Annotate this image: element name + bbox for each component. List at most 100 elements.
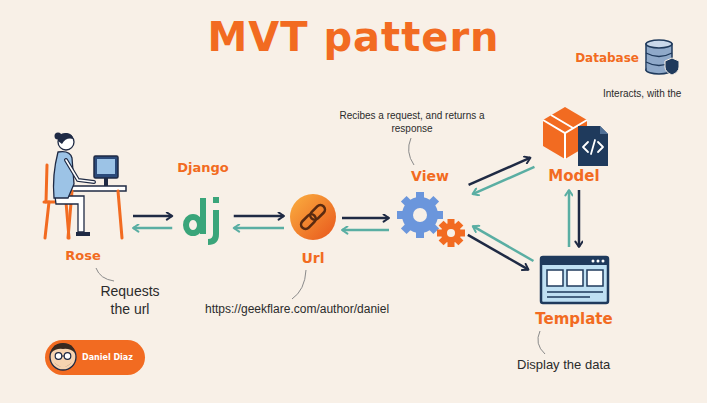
author-avatar	[50, 343, 76, 370]
template-icon	[587, 270, 603, 286]
user-illustration	[76, 232, 90, 236]
database-icon	[665, 58, 679, 75]
user-figure: Rose	[38, 124, 128, 264]
flow-arrow	[234, 215, 284, 218]
node-label: Django	[177, 160, 229, 176]
database-icon	[646, 40, 679, 75]
link-icon	[290, 194, 336, 240]
gears-icon	[397, 192, 465, 247]
flow-arrow	[133, 216, 172, 228]
flow-arrow	[569, 190, 579, 247]
author-avatar	[64, 353, 71, 360]
framework-logo: Django	[177, 160, 229, 224]
user-illustration	[104, 178, 108, 186]
link-icon	[299, 203, 327, 231]
template-icon	[541, 257, 608, 265]
model-node: Model	[537, 103, 611, 185]
flow-arrow	[342, 218, 389, 230]
template-icon	[547, 270, 563, 286]
django-logo	[186, 197, 219, 242]
template-icon	[567, 270, 583, 286]
flow-arrow	[342, 217, 389, 220]
leader-line	[292, 270, 306, 299]
user-illustration	[94, 156, 118, 178]
user-illustration	[55, 133, 62, 140]
django-logo	[200, 198, 206, 234]
node-label: View	[394, 168, 466, 185]
database-node: Database	[575, 40, 681, 76]
database-icon	[646, 53, 672, 57]
leader-line	[96, 138, 545, 354]
flow-arrow	[578, 190, 581, 247]
flow-arrow	[473, 167, 535, 194]
flow-arrow	[469, 158, 531, 185]
template-node: Template	[535, 252, 612, 328]
template-icon	[547, 270, 603, 286]
author-badge: Daniel Diaz	[45, 340, 145, 375]
user-illustration	[66, 160, 94, 182]
author-avatar	[50, 344, 76, 370]
view-node: View	[394, 168, 466, 247]
link-icon	[308, 203, 326, 221]
leader-line	[96, 268, 114, 281]
gears-icon	[447, 229, 455, 237]
gears-icon	[413, 208, 427, 222]
url-node: Url	[289, 193, 337, 267]
annotation: Requests the url	[90, 283, 170, 318]
flow-arrow	[133, 227, 172, 230]
annotation: Display the data	[517, 357, 610, 373]
flow-arrow	[468, 226, 534, 269]
template-icon	[547, 292, 603, 297]
node-label: Template	[535, 310, 612, 328]
flow-arrow	[342, 229, 389, 232]
link-icon	[299, 212, 317, 230]
node-label: Daniel Diaz	[82, 353, 133, 363]
template-icon	[597, 260, 600, 263]
django-logo	[213, 197, 219, 203]
node-label: Rose	[38, 248, 128, 264]
gears-icon	[441, 223, 461, 243]
flow-arrow	[469, 158, 535, 194]
leader-line	[538, 331, 545, 354]
gears-icon	[437, 219, 465, 247]
template-icon	[541, 257, 608, 303]
flow-arrow	[473, 226, 534, 261]
author-avatar	[55, 353, 62, 360]
flow-arrow	[133, 215, 172, 218]
url-annotation: https://geekflare.com/author/daniel	[205, 302, 389, 317]
django-logo	[208, 210, 216, 242]
gears-icon	[397, 192, 443, 238]
template-icon	[541, 257, 608, 303]
user-illustration	[44, 133, 126, 239]
author-avatar	[62, 356, 64, 357]
flow-arrow	[234, 227, 284, 230]
model-icon	[583, 140, 603, 154]
model-icon	[600, 126, 608, 134]
author-avatar	[51, 343, 75, 353]
user-illustration	[45, 202, 49, 238]
leader-line	[409, 138, 414, 165]
gears-icon	[402, 197, 438, 233]
author-avatar	[54, 362, 72, 367]
flow-arrow	[568, 190, 571, 247]
user-illustration	[46, 165, 47, 202]
callout-note: Interacts, with the	[603, 88, 681, 101]
node-label: Model	[537, 167, 611, 185]
model-icon	[543, 107, 608, 166]
model-icon	[578, 126, 608, 166]
user-illustration	[118, 191, 122, 238]
template-icon	[602, 260, 605, 263]
database-icon	[646, 40, 672, 48]
user-illustration	[55, 196, 84, 232]
callout-note: Recibes a request, and returns a respons…	[332, 110, 492, 135]
node-label: Url	[289, 250, 337, 267]
user-illustration	[54, 152, 75, 198]
django-logo	[186, 217, 200, 233]
node-label: Database	[575, 51, 639, 65]
user-illustration	[97, 159, 115, 174]
user-illustration	[66, 160, 94, 182]
link-icon	[290, 194, 336, 240]
template-icon	[592, 260, 595, 263]
flow-arrow	[234, 216, 284, 228]
